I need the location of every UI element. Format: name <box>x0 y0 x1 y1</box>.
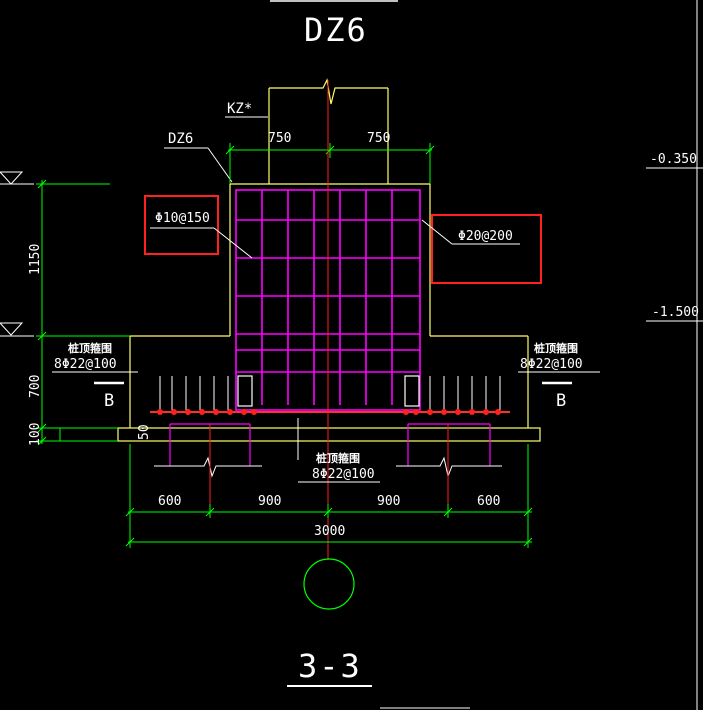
pile-anchor-bars <box>159 376 501 412</box>
vertical-bar-label: Φ20@200 <box>458 229 513 244</box>
dim-top-right: 750 <box>367 131 390 146</box>
dim-height-upper: 1150 <box>28 244 43 275</box>
stirrup-label: Φ10@150 <box>155 211 210 226</box>
column-label: KZ* <box>227 101 252 117</box>
axis-bubble <box>303 558 355 610</box>
pedestal-outline <box>229 183 431 336</box>
elevation-top: -0.350 <box>650 152 697 167</box>
dim-bottom-2: 900 <box>258 494 281 509</box>
cap-label: DZ6 <box>168 131 193 147</box>
stirrup-leader <box>213 227 253 259</box>
section-title: 3-3 <box>298 647 362 685</box>
top-dimension-line <box>225 143 435 184</box>
section-label-left: B <box>104 391 114 411</box>
stirrup-highlight-box <box>144 195 219 255</box>
right-note-spec: 8Φ22@100 <box>520 357 583 372</box>
pile-right <box>407 423 491 466</box>
dim-height-cap: 700 <box>28 375 43 398</box>
left-note-spec: 8Φ22@100 <box>54 357 117 372</box>
dim-top-left: 750 <box>268 131 291 146</box>
dim-bottom-3: 900 <box>377 494 400 509</box>
level-marker-bottom <box>0 322 34 337</box>
left-dimension-chain <box>36 179 130 446</box>
rebar-hooks <box>237 375 420 407</box>
vertical-bar-highlight-box <box>431 214 542 284</box>
elevation-bottom: -1.500 <box>652 305 699 320</box>
drawing-title: DZ6 <box>304 11 368 49</box>
cap-outline <box>129 335 529 428</box>
vertical-bar-leader <box>421 219 453 245</box>
section-label-right: B <box>556 391 566 411</box>
rebar-dots <box>157 409 501 415</box>
right-note-cn: 桩顶箍围 <box>534 341 578 355</box>
pile-note-spec: 8Φ22@100 <box>312 467 375 482</box>
level-marker-top <box>0 171 34 185</box>
dim-bottom-1: 600 <box>158 494 181 509</box>
axis-lines <box>209 80 449 560</box>
cap-leader <box>207 147 233 183</box>
left-note-cn: 桩顶箍围 <box>68 341 112 355</box>
dim-total: 3000 <box>314 524 345 539</box>
dim-height-cushion: 100 <box>28 423 43 446</box>
column-outline <box>268 78 389 184</box>
dim-bottom-4: 600 <box>477 494 500 509</box>
bottom-dimension-chain <box>125 444 533 548</box>
cushion-layer <box>117 427 541 442</box>
pile-note-cn: 桩顶箍围 <box>316 451 360 465</box>
dim-cover: 50 <box>137 424 152 440</box>
